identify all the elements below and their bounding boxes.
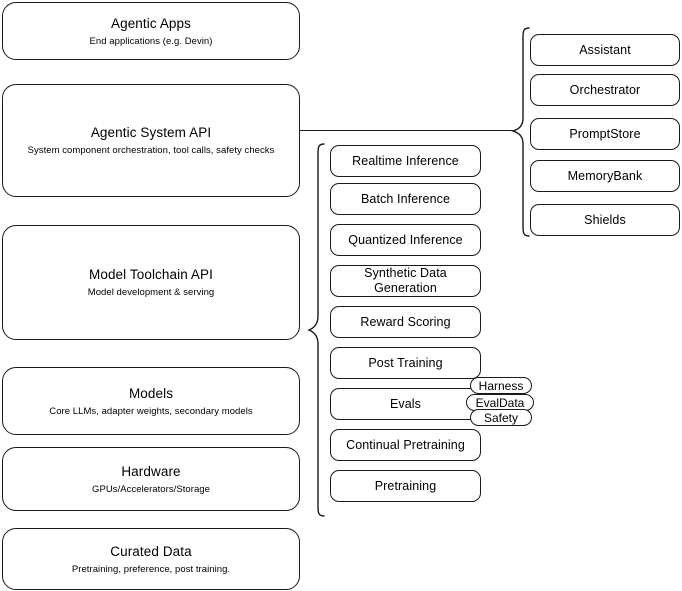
capability-pretraining[interactable]: Pretraining	[330, 470, 481, 502]
capability-label: Synthetic Data Generation	[364, 266, 447, 295]
layer-subtitle: Pretraining, preference, post training.	[71, 563, 231, 575]
layer-subtitle: End applications (e.g. Devin)	[89, 35, 213, 47]
eval-badge-label: Safety	[483, 410, 519, 425]
layer-hardware[interactable]: Hardware GPUs/Accelerators/Storage	[2, 447, 300, 511]
layer-title: Agentic Apps	[110, 15, 191, 31]
layer-subtitle: Core LLMs, adapter weights, secondary mo…	[49, 405, 253, 417]
layer-title: Agentic System API	[90, 125, 212, 140]
layer-subtitle: System component orchestration, tool cal…	[27, 145, 275, 156]
eval-badge-label: EvalData	[475, 395, 525, 410]
capability-batch-inference[interactable]: Batch Inference	[330, 183, 481, 215]
system-component-label: Assistant	[579, 42, 631, 57]
layer-title: Models	[128, 385, 174, 401]
capability-label: Quantized Inference	[348, 232, 463, 247]
capability-synthetic-data-generation[interactable]: Synthetic Data Generation	[330, 265, 481, 297]
capability-realtime-inference[interactable]: Realtime Inference	[330, 145, 481, 177]
system-component-label: Orchestrator	[569, 82, 641, 97]
capability-post-training[interactable]: Post Training	[330, 347, 481, 379]
capability-label: Batch Inference	[360, 191, 451, 206]
capability-label: Pretraining	[374, 478, 437, 493]
model-toolchain-brace	[307, 142, 326, 518]
layer-subtitle: Model development & serving	[87, 287, 215, 298]
layer-models[interactable]: Models Core LLMs, adapter weights, secon…	[2, 367, 300, 435]
system-component-shields[interactable]: Shields	[530, 204, 680, 236]
layer-curated-data[interactable]: Curated Data Pretraining, preference, po…	[2, 528, 300, 590]
layer-agentic-system-api[interactable]: Agentic System API System component orch…	[2, 84, 300, 197]
capability-quantized-inference[interactable]: Quantized Inference	[330, 224, 481, 256]
connector-system-api-to-components	[300, 130, 515, 132]
capability-reward-scoring[interactable]: Reward Scoring	[330, 306, 481, 338]
eval-badge-safety[interactable]: Safety	[470, 409, 532, 426]
layer-agentic-apps[interactable]: Agentic Apps End applications (e.g. Devi…	[2, 2, 300, 60]
capability-label: Post Training	[368, 355, 443, 370]
capability-label: Continual Pretraining	[346, 437, 465, 452]
system-component-label: Shields	[584, 212, 626, 227]
layer-title: Hardware	[121, 463, 181, 479]
layer-subtitle: GPUs/Accelerators/Storage	[92, 483, 210, 495]
agentic-system-brace	[510, 26, 530, 238]
eval-badge-harness[interactable]: Harness	[470, 377, 532, 394]
system-component-label: MemoryBank	[567, 168, 643, 183]
capability-continual-pretraining[interactable]: Continual Pretraining	[330, 429, 481, 461]
system-component-memorybank[interactable]: MemoryBank	[530, 160, 680, 192]
system-component-promptstore[interactable]: PromptStore	[530, 118, 680, 150]
system-component-label: PromptStore	[569, 126, 641, 141]
eval-badge-label: Harness	[478, 378, 524, 393]
capability-label: Reward Scoring	[360, 314, 451, 329]
system-component-assistant[interactable]: Assistant	[530, 34, 680, 66]
system-component-orchestrator[interactable]: Orchestrator	[530, 74, 680, 106]
capability-label: Evals	[389, 396, 422, 411]
capability-evals[interactable]: Evals	[330, 388, 481, 420]
layer-title: Curated Data	[110, 543, 192, 559]
layer-model-toolchain-api[interactable]: Model Toolchain API Model development & …	[2, 225, 300, 340]
layer-title: Model Toolchain API	[89, 267, 213, 282]
capability-label: Realtime Inference	[352, 153, 459, 168]
